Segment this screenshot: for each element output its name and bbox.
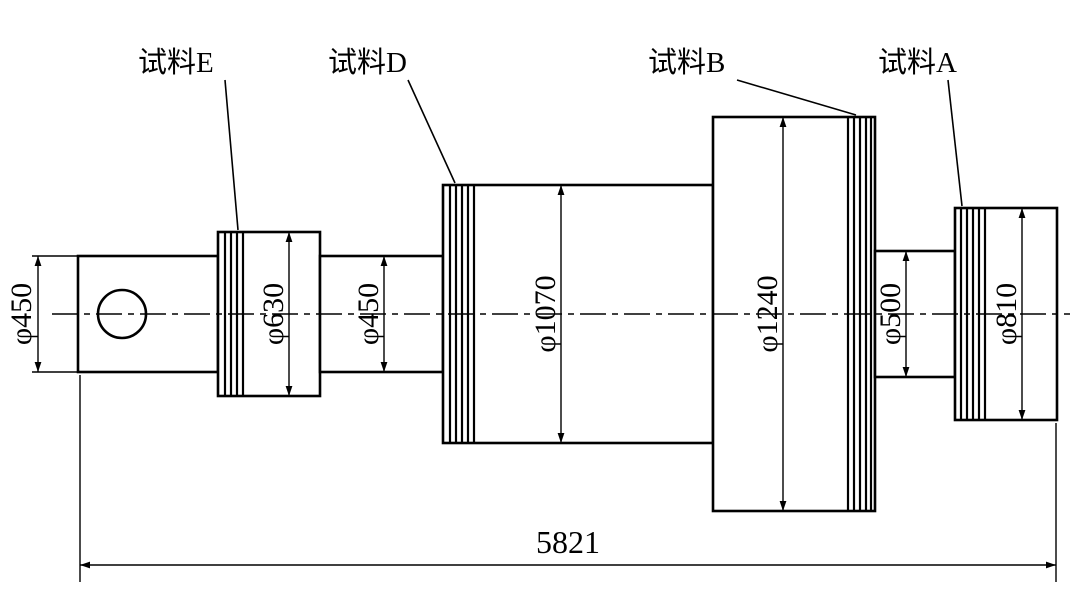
dimension-texts: φ450 φ630 φ450 φ1070 φ1240 φ500 φ810	[5, 275, 1023, 352]
dim-text-mid: φ450	[352, 283, 385, 345]
dimension-lines	[32, 117, 1026, 511]
dim-text-section-d: φ1070	[529, 275, 562, 352]
dim-text-section-b: φ1240	[751, 275, 784, 352]
label-sample-a: 试料A	[878, 46, 957, 79]
dim-text-section-e: φ630	[257, 283, 290, 345]
sample-labels: 试料E 试料D 试料B 试料A	[138, 46, 957, 79]
leader-line-e	[224, 79, 239, 231]
leader-line-b	[736, 79, 857, 116]
sample-stripes-e	[223, 232, 245, 396]
sample-stripes	[223, 117, 987, 511]
label-sample-e: 试料E	[138, 46, 214, 79]
leader-line-a	[947, 79, 963, 207]
dim-text-left-journal: φ450	[5, 283, 38, 345]
dim-text-overall-length: 5821	[536, 524, 600, 560]
leader-lines	[224, 79, 963, 231]
sample-stripes-d	[448, 185, 476, 443]
sample-stripes-b	[846, 117, 873, 511]
label-sample-b: 试料B	[648, 46, 725, 79]
dim-text-section-a: φ810	[990, 283, 1023, 345]
hole-circle	[96, 288, 148, 340]
leader-line-d	[407, 79, 456, 184]
sample-stripes-a	[959, 208, 987, 420]
label-sample-d: 试料D	[328, 46, 407, 79]
overall-dimension	[79, 375, 1057, 582]
dim-text-right-journal: φ500	[874, 283, 907, 345]
